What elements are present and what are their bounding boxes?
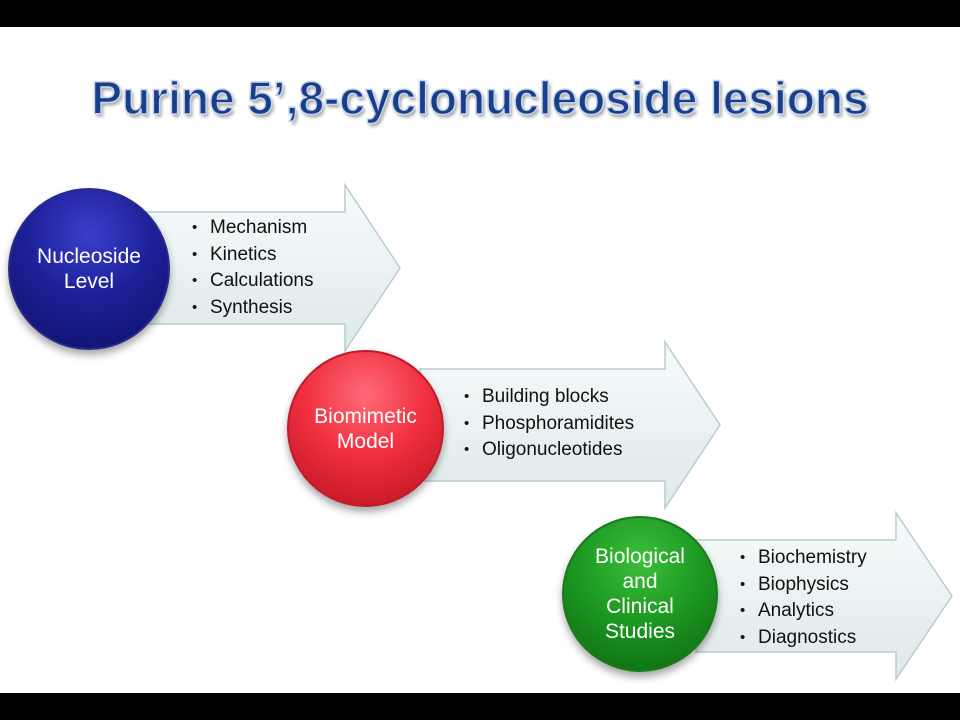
list-item: Building blocks	[464, 384, 634, 411]
list-item: Synthesis	[192, 295, 314, 322]
list-item: Calculations	[192, 268, 314, 295]
bullet-list: Building blocks Phosphoramidites Oligonu…	[464, 384, 634, 464]
biological-clinical-studies-circle: Biological and Clinical Studies	[562, 516, 718, 672]
list-item: Diagnostics	[740, 625, 867, 652]
bullet-list: Mechanism Kinetics Calculations Synthesi…	[192, 215, 314, 321]
list-item: Mechanism	[192, 215, 314, 242]
list-item: Phosphoramidites	[464, 411, 634, 438]
list-item: Analytics	[740, 598, 867, 625]
bullet-list: Biochemistry Biophysics Analytics Diagno…	[740, 545, 867, 651]
stage-label: Biomimetic Model	[314, 404, 417, 453]
nucleoside-level-circle: Nucleoside Level	[8, 188, 170, 350]
slide: Purine 5’,8-cyclonucleoside lesions Nucl…	[0, 27, 960, 693]
list-item: Biochemistry	[740, 545, 867, 572]
stage-biomimetic-model: Biomimetic Model Building blocks Phospho…	[0, 27, 960, 693]
biomimetic-model-circle: Biomimetic Model	[287, 350, 444, 507]
list-item: Biophysics	[740, 572, 867, 599]
list-item: Oligonucleotides	[464, 437, 634, 464]
stage-label: Biological and Clinical Studies	[595, 545, 685, 643]
stage-nucleoside-level: Nucleoside Level Mechanism Kinetics Calc…	[0, 27, 960, 693]
list-item: Kinetics	[192, 242, 314, 269]
stage-biological-clinical-studies: Biological and Clinical Studies Biochemi…	[0, 27, 960, 693]
stage-label: Nucleoside Level	[37, 245, 141, 293]
slide-title: Purine 5’,8-cyclonucleoside lesions	[91, 71, 870, 125]
